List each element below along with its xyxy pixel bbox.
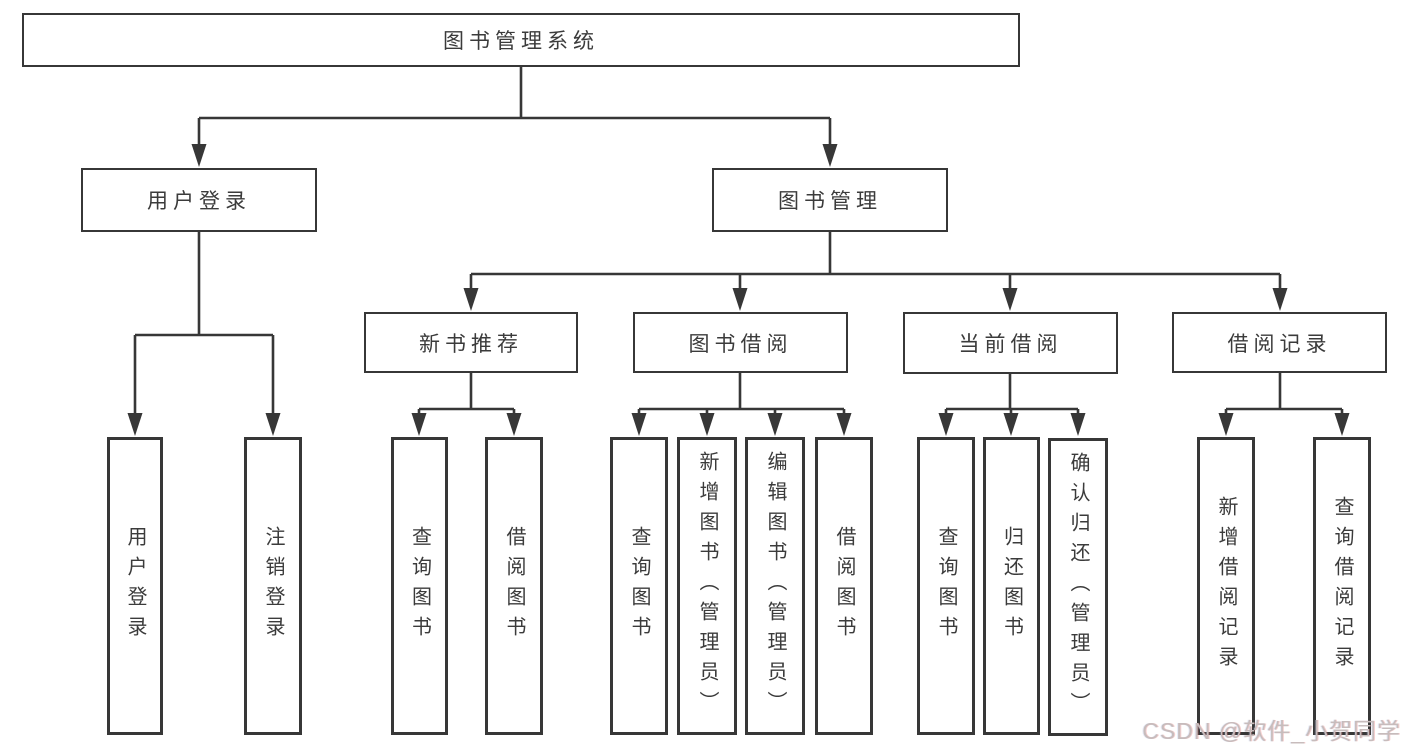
arrow-down-icon — [732, 288, 748, 311]
arrow-down-icon — [1334, 413, 1350, 436]
arrow-down-icon — [836, 413, 852, 436]
arrow-down-icon — [1272, 288, 1288, 311]
node-user-login: 用户登录 — [81, 168, 317, 232]
node-add-book-admin: 新增图书（管理员） — [677, 437, 737, 735]
node-query-books-current: 查询图书 — [917, 437, 975, 735]
watermark: CSDN @软件_小贺同学 — [1142, 718, 1401, 744]
arrow-down-icon — [631, 413, 647, 436]
arrow-down-icon — [127, 413, 143, 436]
arrow-down-icon — [411, 413, 427, 436]
arrow-down-icon — [506, 413, 522, 436]
node-edit-book-admin: 编辑图书（管理员） — [745, 437, 805, 735]
arrow-down-icon — [463, 288, 479, 311]
node-query-books-recommend: 查询图书 — [391, 437, 448, 735]
arrow-down-icon — [265, 413, 281, 436]
node-borrow-books-leaf: 借阅图书 — [815, 437, 873, 735]
node-query-books-borrow: 查询图书 — [610, 437, 668, 735]
arrow-down-icon — [1218, 413, 1234, 436]
node-add-borrow-record: 新增借阅记录 — [1197, 437, 1255, 735]
arrow-down-icon — [938, 413, 954, 436]
arrow-down-icon — [1070, 413, 1086, 436]
node-book-borrow: 图书借阅 — [633, 312, 848, 373]
node-return-book: 归还图书 — [983, 437, 1040, 735]
node-logout: 注销登录 — [244, 437, 302, 735]
arrow-down-icon — [1002, 288, 1018, 311]
arrowheads — [127, 144, 1350, 436]
connector-lines — [133, 66, 1344, 416]
node-query-borrow-record: 查询借阅记录 — [1313, 437, 1371, 735]
node-user-login-leaf: 用户登录 — [107, 437, 163, 735]
arrow-down-icon — [191, 144, 207, 167]
node-confirm-return-admin: 确认归还（管理员） — [1048, 438, 1108, 736]
arrow-down-icon — [767, 413, 783, 436]
arrow-down-icon — [822, 144, 838, 167]
node-current-borrow: 当前借阅 — [903, 312, 1118, 374]
node-borrow-records: 借阅记录 — [1172, 312, 1387, 373]
node-root: 图书管理系统 — [22, 13, 1020, 67]
node-borrow-books-recommend: 借阅图书 — [485, 437, 543, 735]
arrow-down-icon — [1003, 413, 1019, 436]
arrow-down-icon — [699, 413, 715, 436]
node-new-book-recommend: 新书推荐 — [364, 312, 578, 373]
node-book-management: 图书管理 — [712, 168, 948, 232]
